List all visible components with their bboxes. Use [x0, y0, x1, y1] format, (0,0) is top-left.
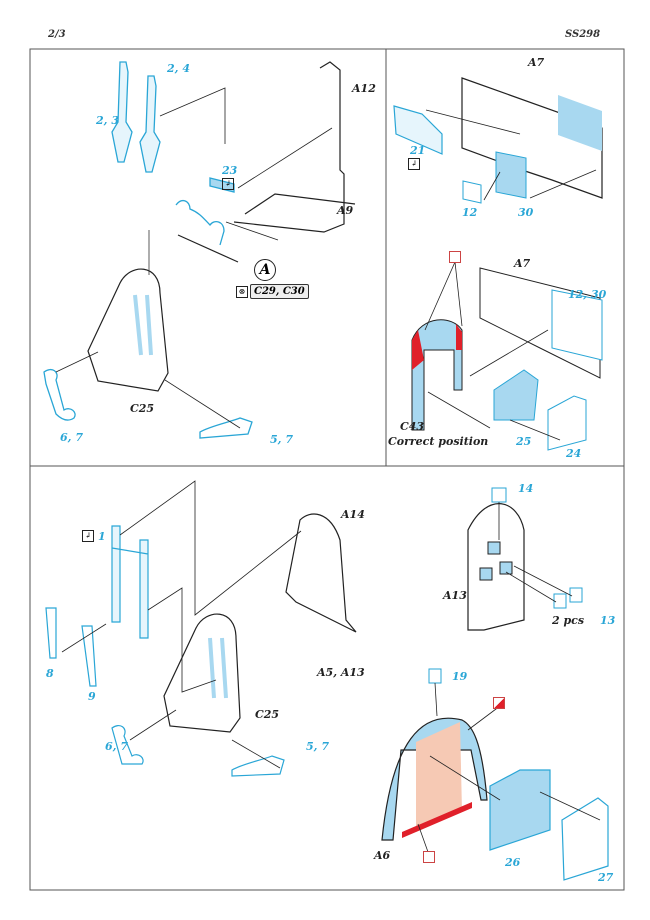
- section-a-pe-parts: [43, 61, 253, 439]
- label-frame-a12: A12: [352, 82, 376, 95]
- label-part-30: 30: [518, 206, 534, 219]
- bend-icon: ↲: [222, 178, 234, 190]
- paint-icon: [449, 251, 461, 263]
- label-part-9: 9: [88, 690, 96, 703]
- label-part-c43: C43: [400, 420, 425, 433]
- label-left-pedal: 6, 7: [105, 740, 128, 753]
- label-floor-a5-a13: A5, A13: [317, 666, 365, 679]
- label-right-pedal: 5, 7: [270, 433, 293, 446]
- remove-icon: ⊗: [236, 286, 248, 298]
- label-part-27: 27: [598, 871, 614, 884]
- label-part-24: 24: [566, 447, 582, 460]
- section-d-drawings: [381, 487, 609, 881]
- label-part-a6: A6: [374, 849, 391, 862]
- label-frame-a14: A14: [341, 508, 365, 521]
- label-floor-a9: A9: [337, 204, 354, 217]
- section-a-kit-parts: [55, 61, 356, 429]
- page-frame: [29, 48, 625, 891]
- label-part-21: 21: [410, 144, 426, 157]
- label-part-19: 19: [452, 670, 468, 683]
- product-code: SS298: [565, 29, 601, 40]
- label-correct-position: Correct position: [388, 435, 489, 448]
- label-part-26: 26: [505, 856, 521, 869]
- section-c-drawings: [45, 480, 357, 777]
- label-belts-left: 2, 3: [96, 114, 119, 127]
- remove-parts-label: C29, C30: [250, 284, 309, 299]
- paint-red-icon: [493, 697, 505, 709]
- paint-icon: [423, 851, 435, 863]
- label-part-23: 23: [222, 164, 238, 177]
- label-part-13: 13: [600, 614, 616, 627]
- label-seat-c25: C25: [130, 402, 155, 415]
- label-bulkhead-a7: A7: [528, 56, 545, 69]
- label-part-14: 14: [518, 482, 534, 495]
- bend-icon: ↲: [408, 158, 420, 170]
- bend-icon: ↲: [82, 530, 94, 542]
- label-part-12: 12: [462, 206, 478, 219]
- label-belts-top: 2, 4: [167, 62, 190, 75]
- label-part-8: 8: [46, 667, 54, 680]
- label-part-25: 25: [516, 435, 532, 448]
- label-part-12-30: 12, 30: [568, 288, 607, 301]
- label-part-a13: A13: [443, 589, 467, 602]
- label-part-1: 1: [98, 530, 106, 543]
- section-b-drawings: [393, 77, 603, 451]
- label-bulkhead-a7-lower: A7: [514, 257, 531, 270]
- page-number: 2/3: [48, 29, 66, 40]
- label-quantity: 2 pcs: [552, 614, 585, 627]
- step-marker: A: [254, 259, 276, 281]
- label-seat-c25: C25: [255, 708, 280, 721]
- label-right-pedal: 5, 7: [306, 740, 329, 753]
- label-left-pedal: 6, 7: [60, 431, 83, 444]
